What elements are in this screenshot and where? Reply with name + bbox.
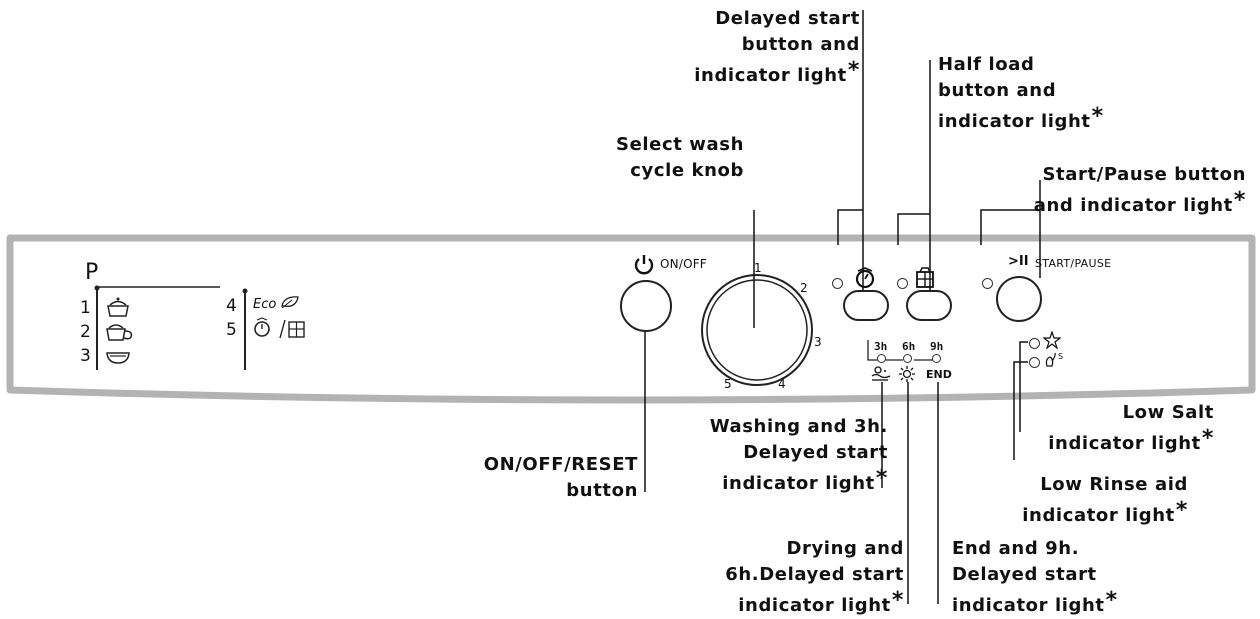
washing-3h-led: [877, 354, 886, 363]
bowl-icon: [106, 352, 130, 364]
salt-star-icon: [1043, 331, 1061, 349]
on-off-reset-callout: ON/OFF/RESET button: [483, 454, 638, 501]
delay-3h-label: 3h: [874, 340, 888, 353]
low-salt-callout: Low Salt indicator light*: [1048, 402, 1214, 454]
delayed-start-callout: Delayed start button and indicator light…: [694, 8, 860, 86]
eco-label: Eco: [253, 297, 277, 312]
wash-cycle-knob-inner: [706, 279, 808, 381]
delay-clock-icon: [855, 267, 875, 289]
program-1-number: 1: [80, 298, 91, 318]
washing-spray-icon: [871, 366, 891, 381]
on-off-label: ON/OFF: [660, 257, 707, 271]
start-pause-symbol: >II: [1008, 254, 1029, 269]
wash-cycle-knob[interactable]: [702, 275, 812, 385]
start-pause-callout: Start/Pause button and indicator light*: [1033, 164, 1246, 216]
low-salt-led: [1029, 338, 1040, 349]
start-pause-button[interactable]: [996, 276, 1042, 322]
drying-sun-icon: [899, 366, 915, 382]
low-rinse-led: [1029, 357, 1040, 368]
program-2-number: 2: [80, 322, 91, 342]
control-panel-frame: [6, 234, 1256, 404]
select-wash-knob-callout: Select wash cycle knob: [616, 134, 744, 181]
pot-with-lid-icon: [107, 297, 129, 317]
half-load-icon: [916, 267, 934, 288]
program-header: P: [85, 260, 99, 285]
knob-number-1: 1: [754, 261, 762, 275]
knob-number-3: 3: [814, 335, 822, 349]
pot-and-cup-icon: [106, 324, 133, 341]
svg-text:S: S: [1058, 352, 1063, 361]
delayed-start-led: [832, 278, 843, 289]
half-load-callout: Half load button and indicator light*: [938, 54, 1104, 132]
delay-9h-label: 9h: [930, 340, 944, 353]
power-icon: [634, 255, 654, 275]
washing-callout: Washing and 3h. Delayed start indicator …: [709, 416, 888, 494]
program-4-number: 4: [226, 296, 237, 316]
knob-number-5: 5: [724, 377, 732, 391]
program-3-number: 3: [80, 346, 91, 366]
knob-number-4: 4: [778, 377, 786, 391]
program-5-number: 5: [226, 320, 237, 340]
drying-6h-led: [903, 354, 912, 363]
end-9h-led: [932, 354, 941, 363]
end-label: END: [926, 368, 952, 381]
knob-number-2: 2: [800, 281, 808, 295]
start-pause-label: START/PAUSE: [1035, 257, 1112, 270]
delayed-start-button[interactable]: [843, 290, 889, 321]
on-off-button[interactable]: [620, 280, 672, 332]
drying-callout: Drying and 6h.Delayed start indicator li…: [725, 538, 904, 616]
delay-and-half-load-icon: [254, 317, 305, 339]
wash-cycle-knob-outer: [701, 274, 813, 386]
half-load-button[interactable]: [906, 290, 952, 321]
delay-6h-label: 6h: [902, 340, 916, 353]
rinse-aid-icon: S: [1045, 352, 1063, 367]
eco-leaf-icon: [281, 296, 299, 309]
low-rinse-callout: Low Rinse aid indicator light*: [1022, 474, 1188, 526]
end-callout: End and 9h. Delayed start indicator ligh…: [952, 538, 1118, 616]
start-pause-led: [982, 278, 993, 289]
half-load-led: [897, 278, 908, 289]
